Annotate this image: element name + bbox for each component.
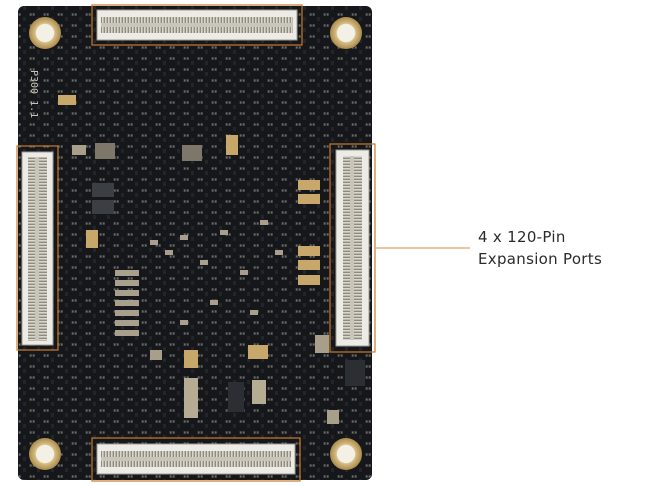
expansion-ports-callout: 4 x 120-Pin Expansion Ports xyxy=(478,226,602,270)
mounting-hole-bottom-right xyxy=(330,438,362,470)
expansion-port-top xyxy=(91,4,303,46)
mounting-hole-top-right xyxy=(330,17,362,49)
mounting-hole-bottom-left xyxy=(29,438,61,470)
callout-line-2: Expansion Ports xyxy=(478,250,603,268)
expansion-port-bottom xyxy=(91,437,301,482)
component-cluster xyxy=(58,95,365,424)
expansion-port-right xyxy=(329,143,376,353)
mounting-hole-top-left xyxy=(29,17,61,49)
passive-array xyxy=(115,220,283,336)
board-model-silkscreen: P300 1.1 xyxy=(28,70,39,118)
callout-line-1: 4 x 120-Pin xyxy=(478,228,566,246)
expansion-port-left xyxy=(16,145,59,351)
